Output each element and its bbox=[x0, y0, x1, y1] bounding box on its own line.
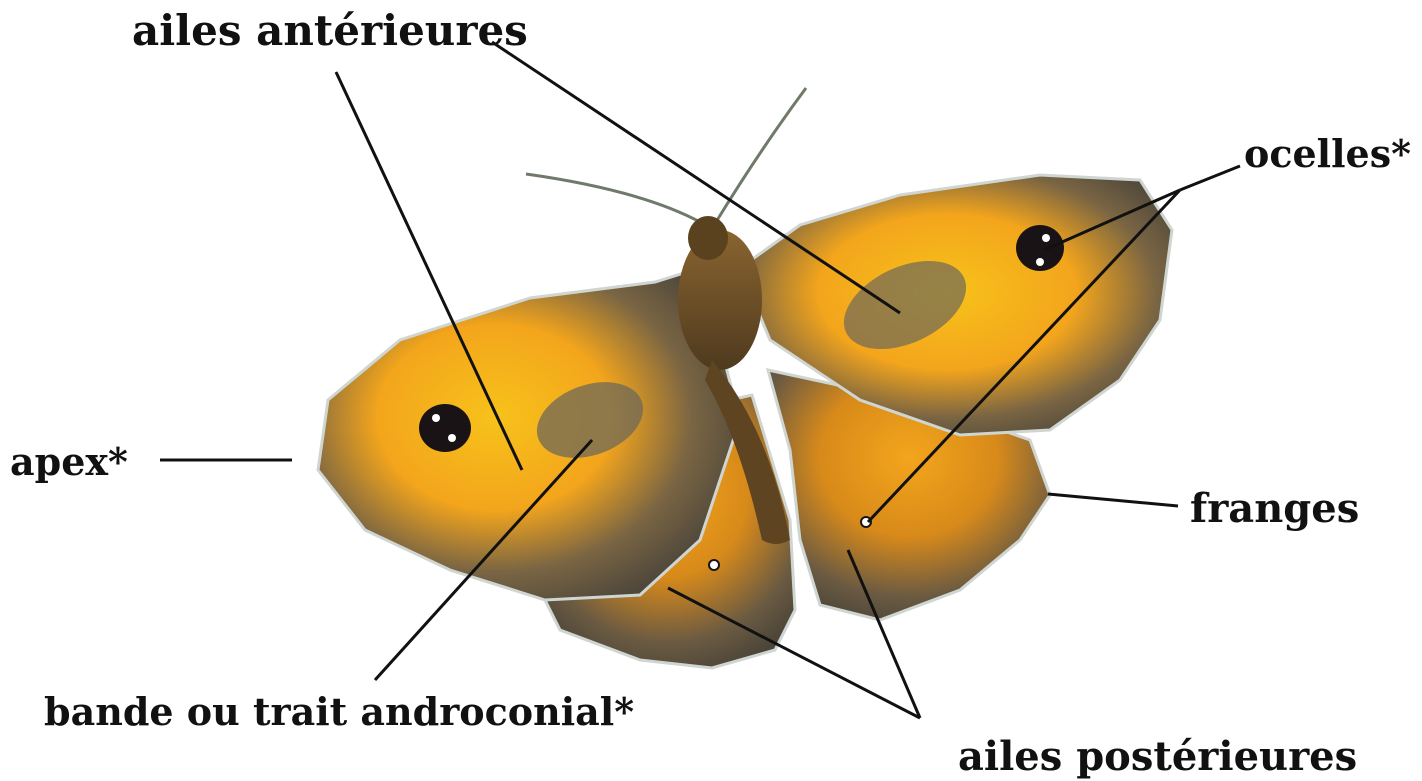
butterfly-head bbox=[688, 216, 728, 260]
label-apex: apex* bbox=[10, 443, 128, 481]
label-ailes-posterieures: ailes postérieures bbox=[958, 737, 1357, 777]
label-bande-androconial: bande ou trait androconial* bbox=[44, 693, 634, 731]
label-franges: franges bbox=[1190, 489, 1359, 529]
label-ocelles: ocelles* bbox=[1244, 135, 1411, 173]
leader-line-franges bbox=[1048, 494, 1178, 506]
forewing-left bbox=[318, 268, 740, 600]
eyespot-left bbox=[419, 404, 471, 452]
hindwing-dot-left bbox=[709, 560, 719, 570]
eyespot-right bbox=[1016, 225, 1064, 271]
antenna-right bbox=[716, 88, 806, 222]
leader-line-ocelles-1 bbox=[1180, 166, 1240, 190]
label-ailes-anterieures: ailes antérieures bbox=[132, 10, 528, 52]
antenna-left bbox=[526, 174, 700, 222]
